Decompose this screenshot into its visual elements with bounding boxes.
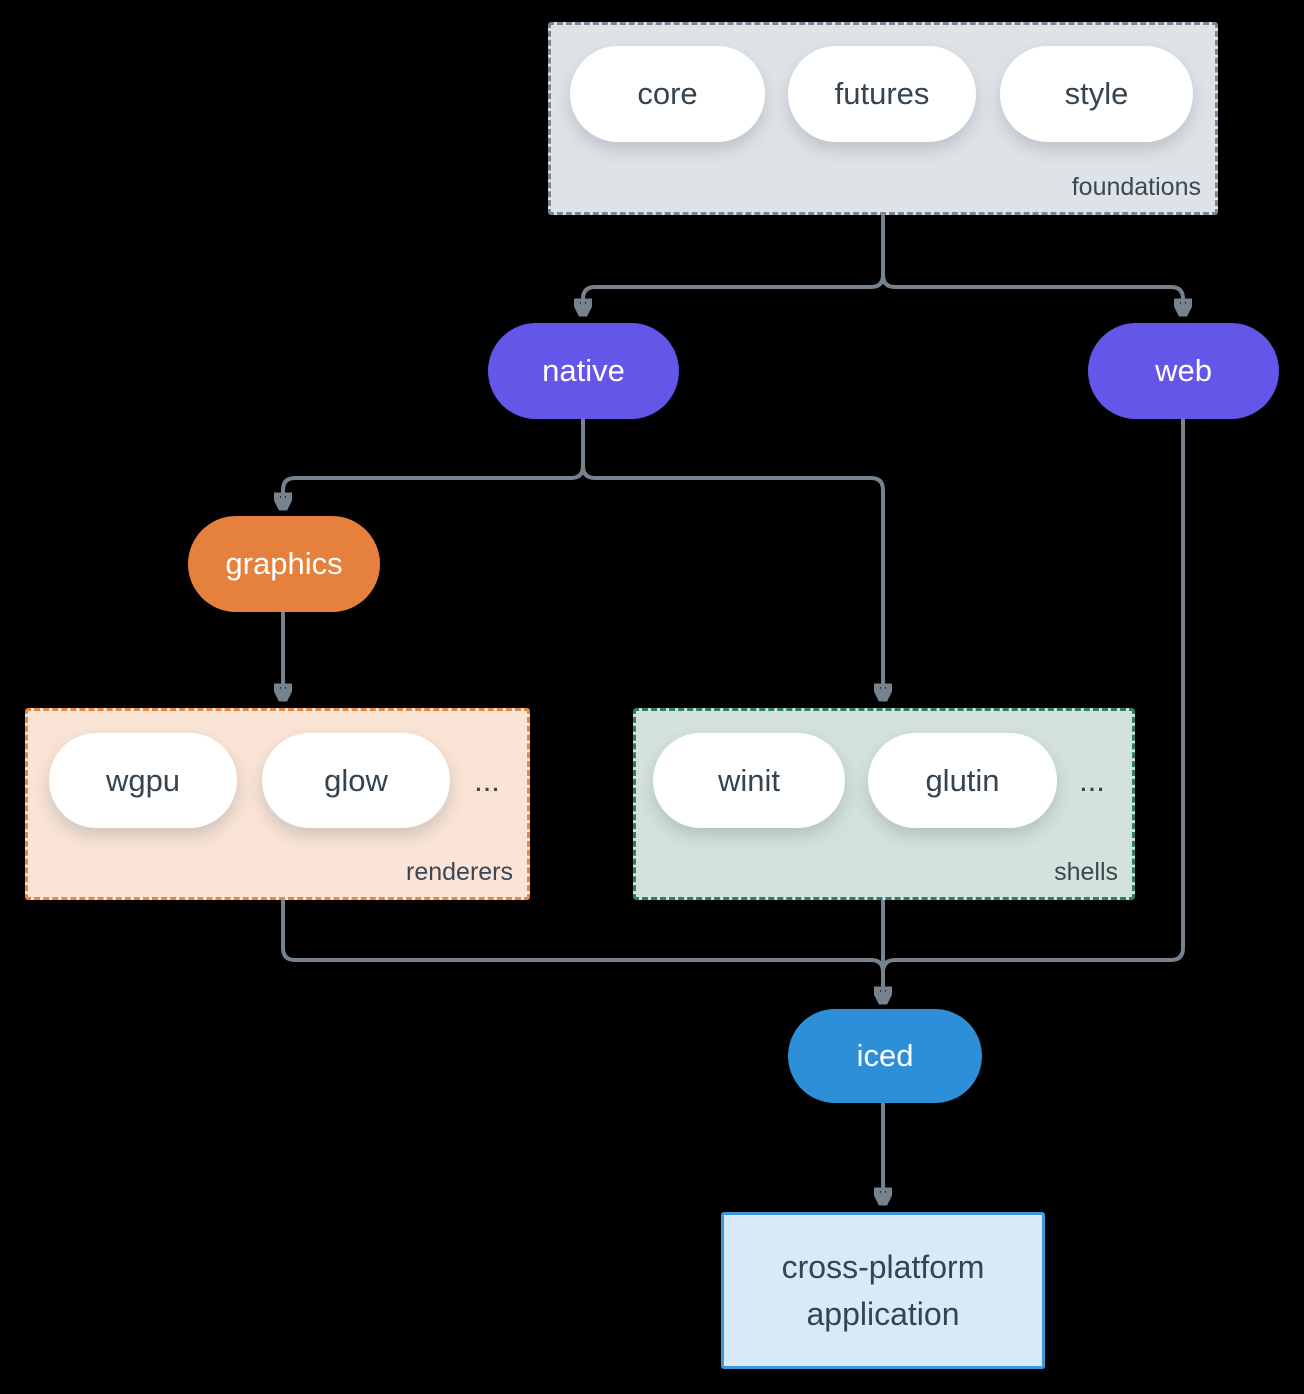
application-label-line1: cross-platform (781, 1248, 985, 1285)
renderers-ellipsis: ... (474, 762, 500, 798)
node-glow-label: glow (324, 762, 388, 798)
node-wgpu-label: wgpu (105, 762, 181, 798)
node-native: native (488, 323, 679, 419)
node-web-label: web (1155, 353, 1212, 388)
arrow-native-to-graphics (283, 419, 585, 507)
node-graphics-label: graphics (225, 546, 343, 581)
node-graphics: graphics (188, 516, 380, 612)
cross-platform-application-box: cross-platform application (721, 1212, 1045, 1369)
node-iced: iced (788, 1009, 982, 1103)
node-glutin-label: glutin (925, 762, 1000, 798)
shells-label: shells (1054, 858, 1118, 886)
arrow-native-to-shells (581, 465, 883, 698)
node-glow: glow (262, 733, 450, 828)
foundations-label: foundations (1071, 173, 1201, 201)
node-style-label: style (1064, 76, 1129, 111)
renderers-label: renderers (406, 858, 513, 886)
node-futures-label: futures (834, 76, 930, 111)
node-winit: winit (653, 733, 845, 828)
node-native-label: native (542, 353, 625, 388)
application-label-line2: application (806, 1295, 960, 1332)
arrow-foundations-to-native (583, 215, 885, 313)
node-glutin: glutin (868, 733, 1057, 828)
arrow-foundations-to-web (881, 274, 1183, 313)
node-wgpu: wgpu (49, 733, 237, 828)
node-web: web (1088, 323, 1279, 419)
node-futures: futures (788, 46, 976, 142)
node-iced-label: iced (856, 1038, 914, 1073)
node-winit-label: winit (717, 762, 780, 798)
node-style: style (1000, 46, 1193, 142)
node-core-label: core (637, 76, 698, 111)
node-core: core (570, 46, 765, 142)
shells-ellipsis: ... (1079, 762, 1105, 798)
arrow-renderers-to-iced (281, 900, 885, 973)
